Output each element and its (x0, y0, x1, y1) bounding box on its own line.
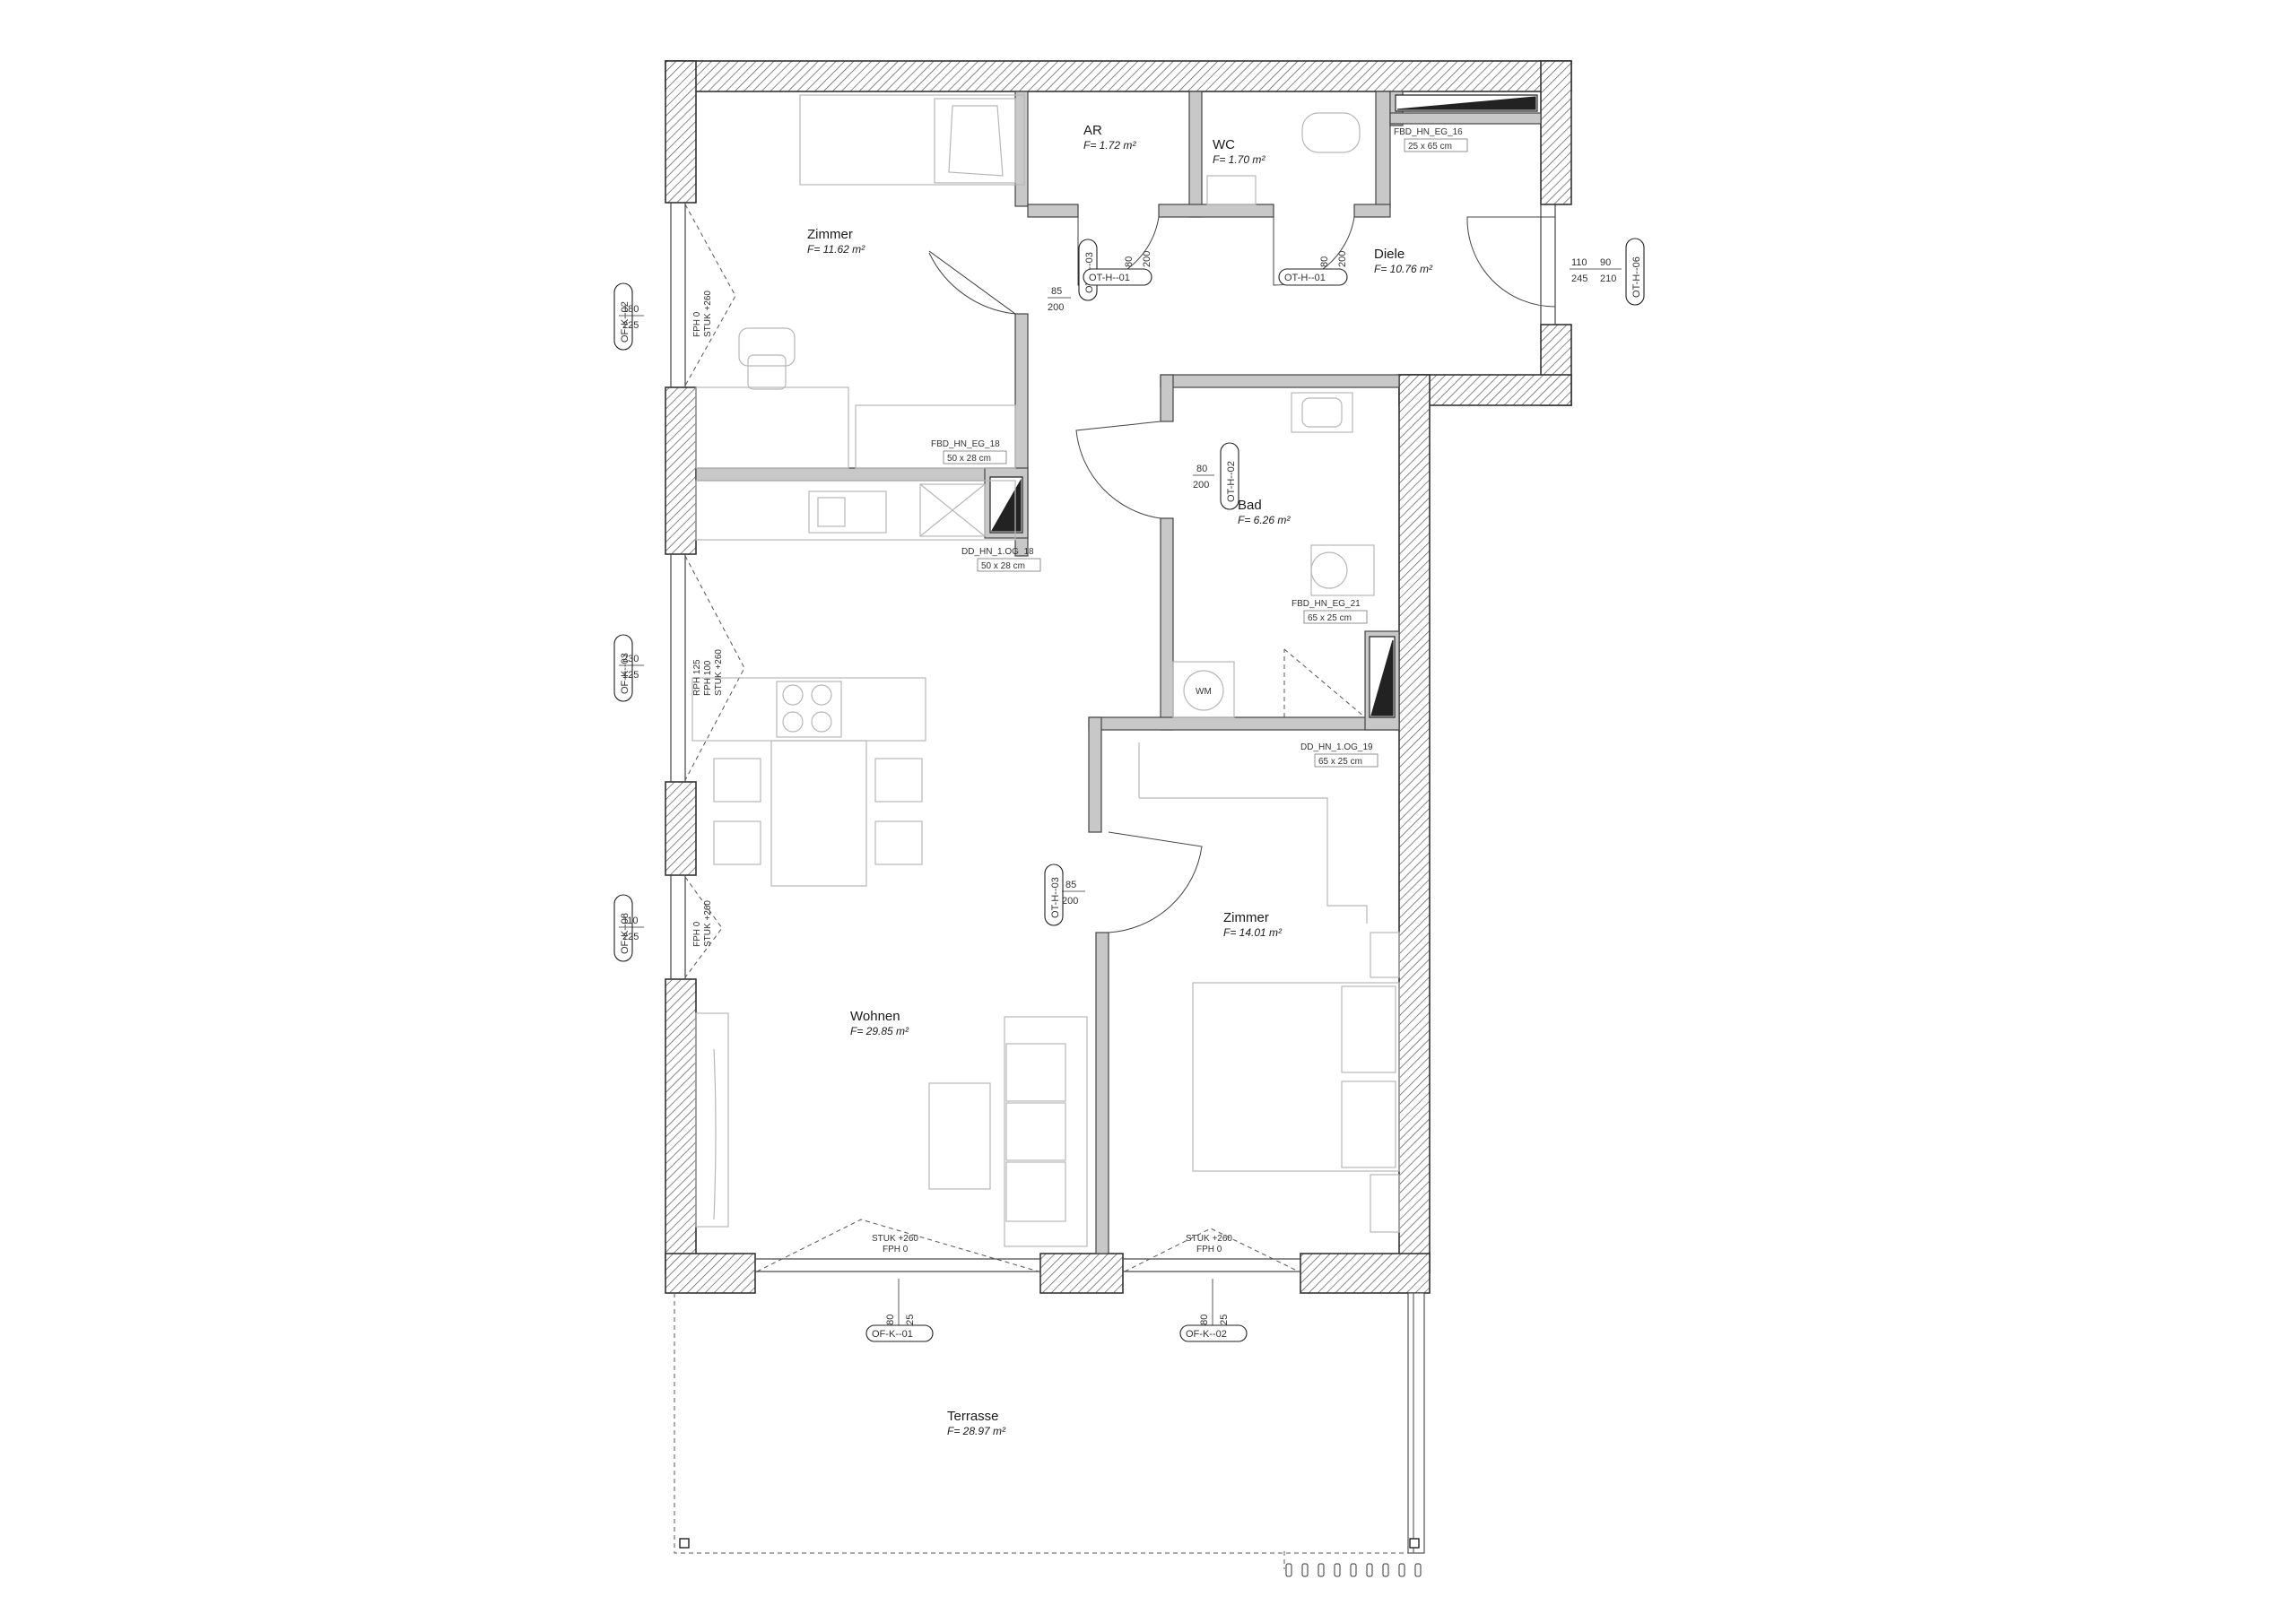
exterior-walls (665, 60, 1572, 1294)
fixture-size: 65 x 25 cm (1308, 613, 1352, 623)
door-tag: OT-H--01 (1284, 273, 1326, 283)
room-name: Zimmer (1223, 910, 1269, 925)
door-tag: OT-H--06 (1631, 256, 1642, 298)
fixture-code: DD_HN_1.OG_19 (1300, 742, 1373, 752)
fixture-size: 50 x 28 cm (981, 561, 1025, 571)
window-note: STUK +260 (703, 900, 713, 947)
door-width: 90 (1600, 257, 1611, 268)
window-tag: OF-K--02 (1186, 1329, 1227, 1340)
door-height: 200 (1062, 896, 1078, 907)
door-tags: OT-H--03 85 200 OT-H--01 80 200 OT-H--01… (1044, 238, 1645, 926)
window-width: 110 (622, 916, 639, 926)
door-height: 200 (1337, 251, 1348, 267)
room-name: AR (1083, 123, 1102, 138)
window-note: STUK +260 (703, 291, 713, 337)
fixture-labels: FBD_HN_EG_16 25 x 65 cm FBD_HN_EG_18 50 … (931, 127, 1468, 768)
room-area: F= 10.76 m² (1374, 263, 1433, 275)
window-swings (684, 204, 1300, 1272)
room-name: Zimmer (807, 227, 853, 242)
door-height: 210 (1600, 273, 1616, 284)
room-labels: Zimmer F= 11.62 m² AR F= 1.72 m² WC F= 1… (807, 123, 1433, 1437)
room-name: Terrasse (947, 1409, 999, 1424)
window-width: 180 (622, 304, 639, 315)
fixture-code: DD_HN_1.OG_18 (961, 547, 1034, 557)
terrace-outline (674, 1292, 1425, 1577)
fixture-size: 65 x 25 cm (1318, 757, 1362, 767)
door-width: 85 (1051, 286, 1062, 297)
window-note: FPH 0 (883, 1245, 909, 1254)
door-width: 85 (1065, 880, 1076, 890)
window-height: 225 (622, 932, 639, 942)
room-area: F= 11.62 m² (807, 243, 865, 256)
door-tag: OT-H--01 (1089, 273, 1130, 283)
window-note: FPH 100 (703, 660, 713, 696)
window-tags: OF-K--02 180 225 FPH 0 STUK +260 OF-K--0… (613, 282, 1248, 1342)
door-width: 80 (1196, 464, 1207, 474)
fixture-code: FBD_HN_EG_18 (931, 439, 1000, 449)
door-height: 200 (1048, 302, 1064, 313)
window-note: STUK +260 (872, 1234, 918, 1244)
door-height: 200 (1193, 480, 1209, 490)
window-note: STUK +260 (714, 649, 724, 696)
window-note: FPH 0 (692, 921, 702, 947)
window-note: RPH 125 (692, 659, 702, 696)
door-extra: 245 (1571, 273, 1587, 284)
window-tag: OF-K--01 (872, 1329, 913, 1340)
furniture (691, 94, 1400, 1247)
fixture-size: 50 x 28 cm (947, 454, 991, 464)
door-extra: 110 (1571, 257, 1587, 268)
door-width: 80 (1124, 256, 1135, 267)
window-frames (670, 202, 1556, 1272)
window-height: 125 (622, 670, 639, 681)
fixture-code: FBD_HN_EG_16 (1394, 127, 1463, 137)
washer-label: WM (1196, 687, 1212, 697)
room-area: F= 14.01 m² (1223, 926, 1283, 939)
fixture-size: 25 x 65 cm (1408, 142, 1452, 152)
window-tag: OF-K--08 (620, 913, 631, 954)
room-area: F= 29.85 m² (850, 1025, 909, 1037)
door-tag: OT-H--02 (1226, 461, 1237, 502)
room-name: Diele (1374, 247, 1405, 262)
window-tag: OF-K--02 (620, 301, 631, 343)
window-tag: OF-K--03 (620, 653, 631, 694)
shaft-marks (989, 94, 1538, 718)
room-name: Wohnen (850, 1009, 900, 1024)
room-name: Bad (1238, 498, 1262, 513)
doors (928, 216, 1556, 933)
window-width: 230 (622, 654, 639, 664)
room-name: WC (1213, 137, 1235, 152)
window-height: 225 (622, 320, 639, 331)
window-note: FPH 0 (1196, 1245, 1222, 1254)
door-height: 200 (1142, 251, 1152, 267)
room-area: F= 28.97 m² (947, 1425, 1006, 1437)
room-area: F= 1.70 m² (1213, 153, 1265, 166)
fixture-code: FBD_HN_EG_21 (1292, 599, 1361, 609)
room-area: F= 1.72 m² (1083, 139, 1136, 152)
room-area: F= 6.26 m² (1238, 514, 1291, 526)
window-note: FPH 0 (692, 311, 702, 337)
window-note: STUK +260 (1186, 1234, 1232, 1244)
door-tag: OT-H--03 (1050, 877, 1061, 918)
door-width: 80 (1319, 256, 1330, 267)
